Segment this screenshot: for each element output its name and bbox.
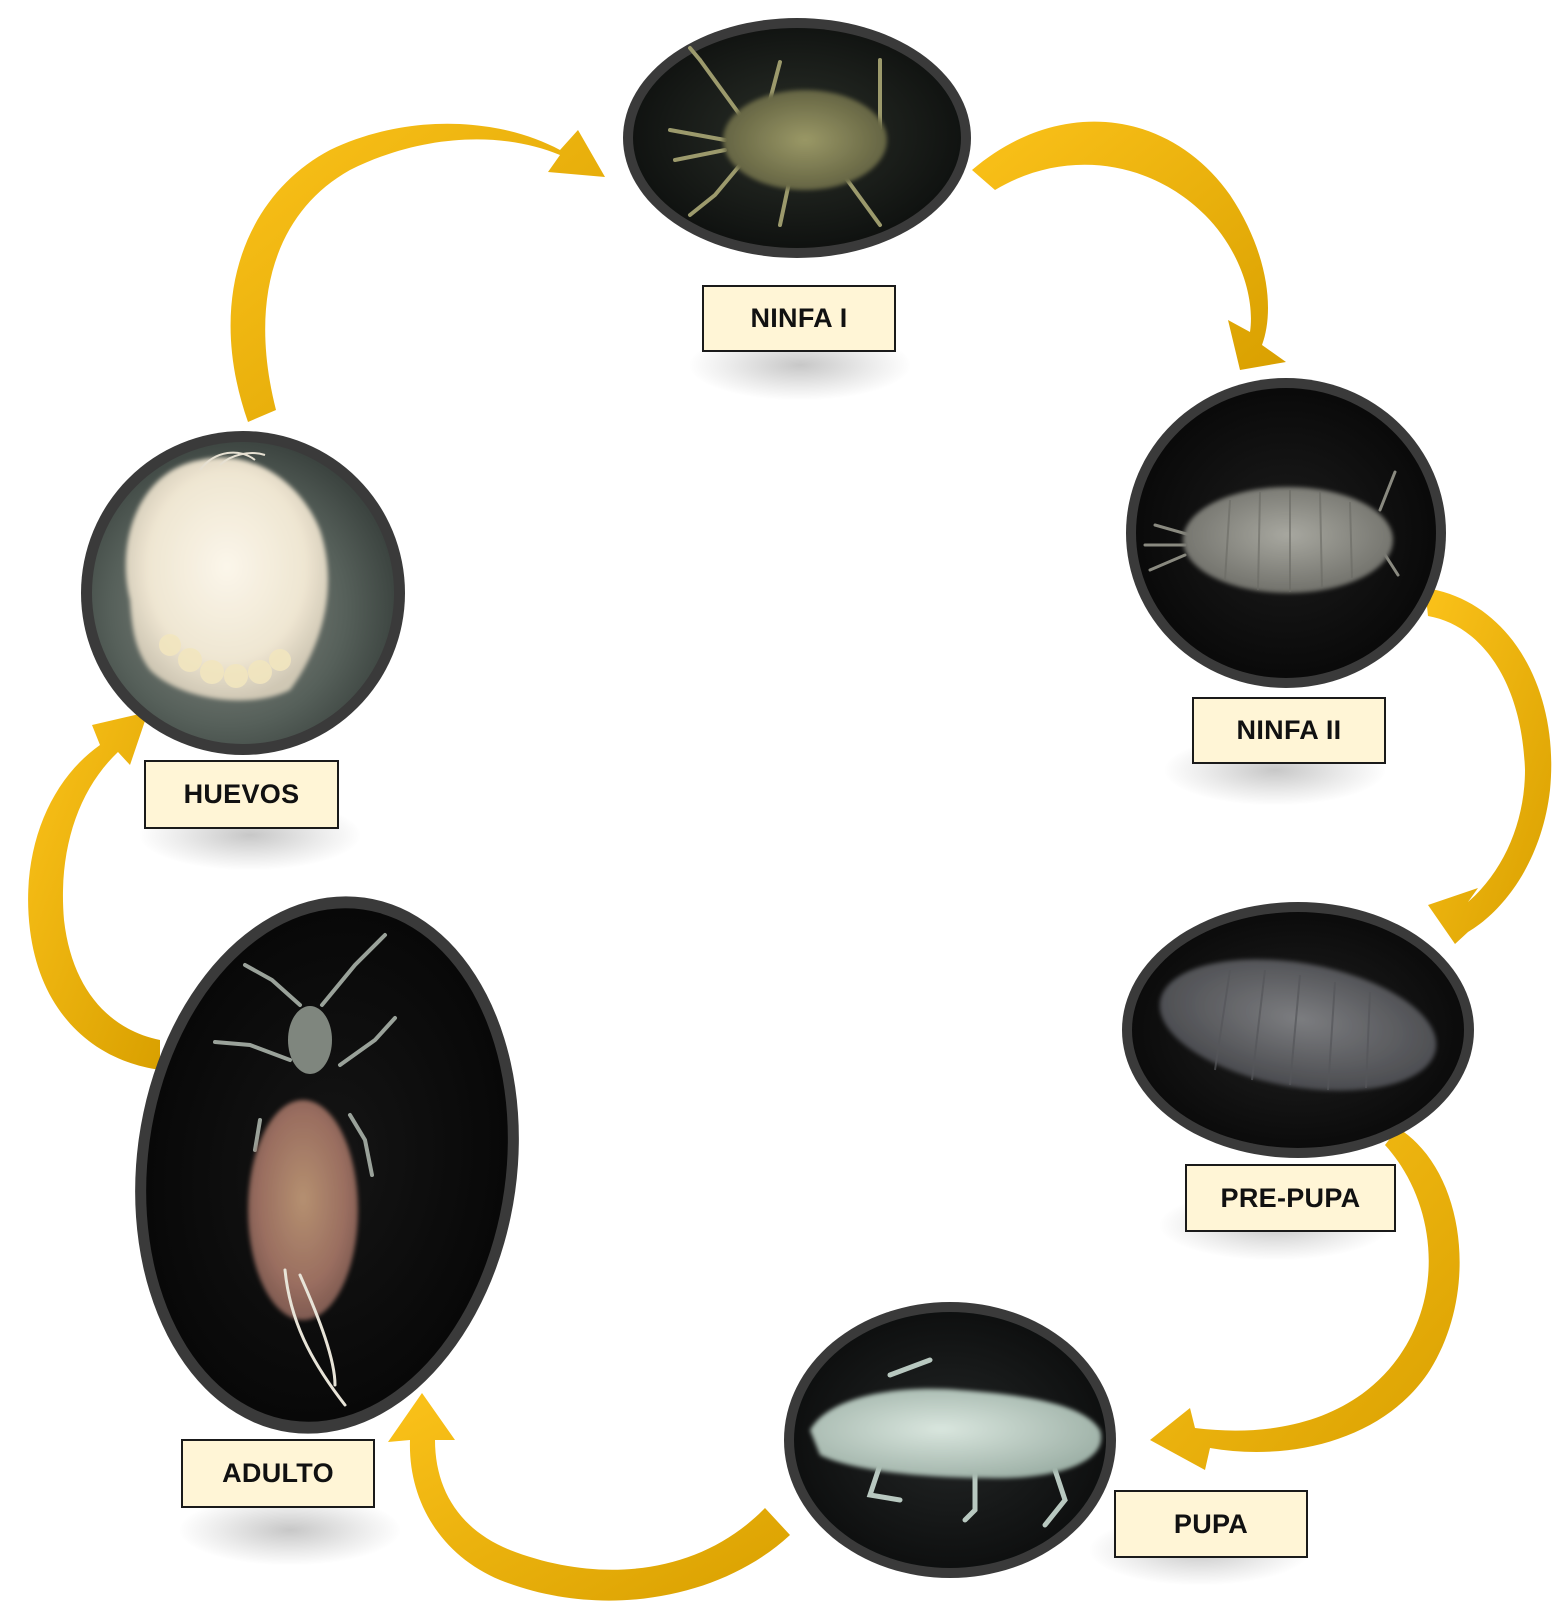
ninfa2-body [1183,487,1393,593]
arrow-ninfa2-to-prepupa [1425,588,1551,944]
label-adulto: ADULTO [181,1439,375,1508]
stage-huevos [81,431,405,755]
arrow-ninfa1-to-ninfa2 [972,122,1286,370]
label-huevos: HUEVOS [144,760,339,829]
adulto-head [288,1006,332,1074]
label-ninfa1: NINFA I [702,285,896,352]
stage-pupa [784,1302,1116,1578]
label-prepupa: PRE-PUPA [1185,1164,1396,1232]
adulto-wings [248,1100,358,1320]
label-ninfa2: NINFA II [1192,697,1386,764]
egg-mass-wool [126,457,328,700]
stage-adulto [101,871,552,1459]
stage-ninfa1 [623,18,971,258]
ninfa1-body [723,90,887,190]
label-pupa: PUPA [1114,1490,1308,1558]
arrow-adulto-to-huevos [28,712,160,1070]
stage-prepupa [1122,902,1474,1158]
arrow-pupa-to-adulto [388,1393,790,1601]
stage-ninfa2 [1126,378,1446,688]
arrow-huevos-to-ninfa1 [231,124,605,422]
